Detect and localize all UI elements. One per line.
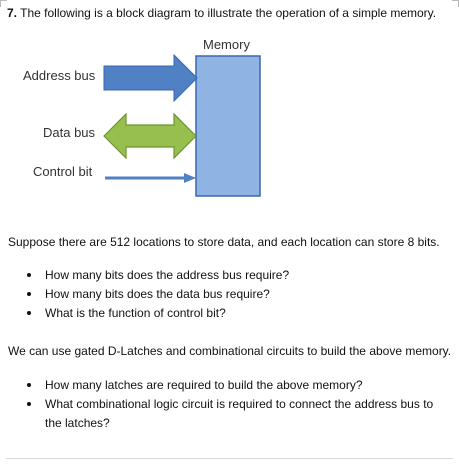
corner-mark-top-left	[0, 0, 7, 7]
bullet-icon	[27, 402, 31, 406]
list-item: How many latches are required to build t…	[0, 376, 445, 395]
question-heading: 7. The following is a block diagram to i…	[7, 5, 436, 21]
list-item-text: How many bits does the data bus require?	[45, 287, 270, 301]
list-item: How many bits does the address bus requi…	[0, 266, 445, 285]
question-list-2: How many latches are required to build t…	[0, 376, 445, 433]
paragraph-memory-size: Suppose there are 512 locations to store…	[8, 235, 440, 249]
bullet-icon	[27, 292, 31, 296]
list-item-text: What combinational logic circuit is requ…	[45, 397, 434, 430]
question-number: 7.	[7, 6, 18, 20]
control-bit-label: Control bit	[33, 164, 93, 179]
memory-label: Memory	[203, 37, 250, 52]
bottom-divider	[6, 458, 453, 459]
memory-block	[195, 55, 261, 197]
address-bus-arrow	[103, 53, 198, 103]
memory-block-diagram: Memory Address bus Data bus Control bit	[23, 37, 261, 197]
address-bus-label: Address bus	[23, 68, 96, 83]
paragraph-d-latches: We can use gated D-Latches and combinati…	[8, 344, 452, 358]
list-item: How many bits does the data bus require?	[0, 285, 445, 304]
list-item-text: What is the function of control bit?	[45, 306, 226, 320]
list-item-text: How many latches are required to build t…	[45, 378, 363, 392]
bullet-icon	[27, 273, 31, 277]
question-text: The following is a block diagram to illu…	[17, 6, 437, 20]
list-item: What is the function of control bit?	[0, 304, 445, 323]
question-list-1: How many bits does the address bus requi…	[0, 266, 445, 323]
control-bit-arrowhead	[184, 173, 196, 183]
bullet-icon	[27, 311, 31, 315]
data-bus-arrow	[103, 112, 197, 160]
list-item: What combinational logic circuit is requ…	[0, 395, 445, 433]
bullet-icon	[27, 383, 31, 387]
list-item-text: How many bits does the address bus requi…	[45, 268, 290, 282]
data-bus-label: Data bus	[43, 125, 96, 140]
